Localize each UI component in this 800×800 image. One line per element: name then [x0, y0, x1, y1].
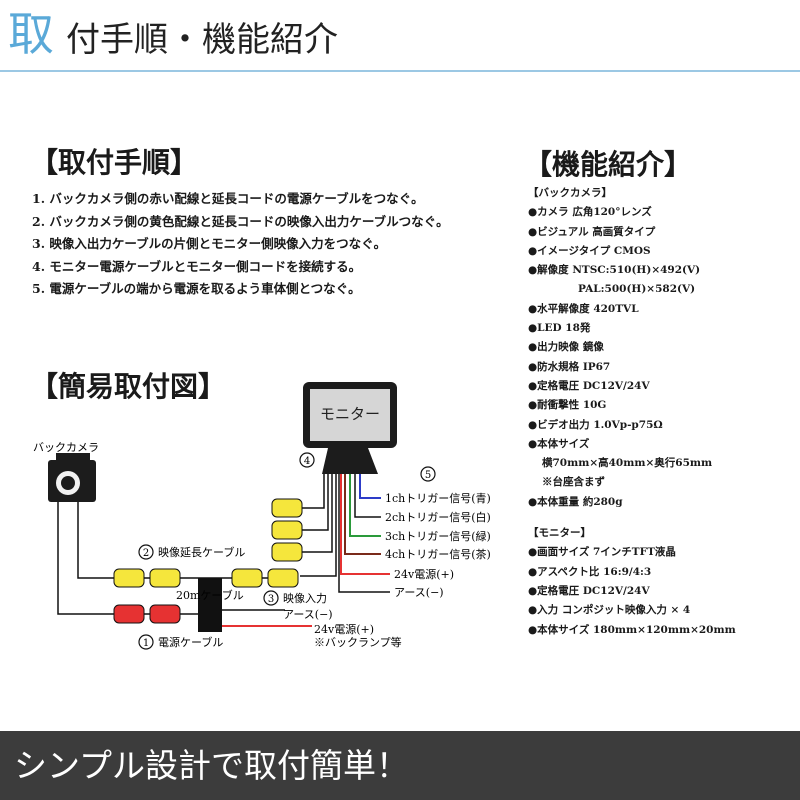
camera-spec: ※台座含まず: [542, 476, 605, 489]
camera-spec: ●カメラ 広角120°レンズ: [528, 206, 652, 219]
yellow-plug: [113, 568, 145, 588]
yellow-plug: [149, 568, 181, 588]
yellow-plug: [231, 568, 263, 588]
install-title: 【取付手順】: [30, 146, 199, 179]
marker-1: [138, 634, 154, 650]
camera-spec: ●ビジュアル 高画質タイプ: [528, 225, 656, 238]
power-note: ※バックランプ等: [314, 635, 402, 649]
marker-1-label: 1: [143, 638, 149, 649]
yellow-plug: [271, 498, 303, 518]
features-list: 【バックカメラ】 ●カメラ 広角120°レンズ ●ビジュアル 高画質タイプ ●イ…: [528, 184, 736, 640]
camera-spec: ●定格電圧 DC12V/24V: [528, 379, 650, 392]
marker-3: [263, 590, 279, 606]
monitor-spec: ●本体サイズ 180mm×120mm×20mm: [528, 623, 736, 636]
camera-spec: ●イメージタイプ CMOS: [528, 244, 651, 257]
monitor-power-wire: [340, 474, 390, 575]
page-title: 付手順・機能紹介: [66, 20, 338, 60]
trigger-4-label: 4chトリガー信号(茶): [385, 548, 491, 561]
cable-20m-label: 20mケーブル: [176, 588, 244, 602]
camera-label: バックカメラ: [33, 441, 99, 454]
monitor-screen: [310, 389, 390, 441]
camera-heading: 【バックカメラ】: [528, 187, 612, 199]
marker-3-label: 3: [268, 594, 274, 605]
install-step: 3. 映像入出力ケーブルの片側とモニター側映像入力をつなぐ。: [32, 236, 387, 251]
yellow-plug: [271, 520, 303, 540]
monitor-power-label: 24v電源(+): [394, 567, 454, 581]
camera-spec: ●本体重量 約280g: [528, 495, 623, 508]
marker-5: [420, 466, 436, 482]
camera-bracket: [56, 453, 90, 461]
monitor-spec: ●アスペクト比 16:9/4:3: [528, 565, 652, 578]
trigger-wire-blue: [359, 474, 381, 499]
features-title: 【機能紹介】: [524, 148, 693, 181]
ext-cable-label: 映像延長ケーブル: [158, 545, 245, 559]
marker-5-label: 5: [425, 470, 431, 481]
install-step: 1. バックカメラ側の赤い配線と延長コードの電源ケーブルをつなぐ。: [32, 191, 424, 206]
power-label: 24v電源(+): [314, 622, 374, 636]
red-plug: [113, 604, 145, 624]
trigger-1-label: 1chトリガー信号(青): [385, 492, 491, 505]
marker-2-label: 2: [143, 548, 149, 559]
camera-spec: ●防水規格 IP67: [528, 360, 611, 373]
marker-2: [138, 544, 154, 560]
yellow-plug: [271, 542, 303, 562]
install-diagram: モニター バックカメラ 4 5 2 3 1 映像延長: [33, 382, 491, 650]
camera-spec: ●耐衝撃性 10G: [528, 399, 607, 412]
page-title-initial: 取: [8, 7, 54, 61]
install-steps: 1. バックカメラ側の赤い配線と延長コードの電源ケーブルをつなぐ。 2. バック…: [32, 188, 449, 301]
camera-spec: 横70mm×高40mm×奥行65mm: [542, 457, 713, 470]
junction-box: [198, 578, 222, 632]
monitor-ground-wire: [338, 474, 390, 593]
footer-banner: [0, 731, 800, 800]
trigger-wire-brown: [344, 474, 381, 555]
video-in-label: 映像入力: [283, 592, 327, 605]
camera-spec: ●本体サイズ: [528, 437, 590, 450]
monitor-label: モニター: [320, 405, 380, 423]
camera-spec: ●水平解像度 420TVL: [528, 302, 639, 315]
install-step: 5. 電源ケーブルの端から電源を取るよう車体側とつなぐ。: [32, 281, 361, 296]
power-cable-label: 電源ケーブル: [158, 635, 223, 649]
camera-lens-icon: [61, 476, 75, 490]
camera-power-wire: [57, 502, 115, 615]
trigger-3-label: 3chトリガー信号(緑): [385, 529, 491, 543]
ground-label: アース(−): [283, 608, 333, 621]
harness-connector: [322, 448, 378, 474]
video-input-wires: [300, 474, 337, 577]
monitor-heading: 【モニター】: [528, 527, 591, 540]
camera-video-wire: [77, 502, 115, 579]
red-plug: [149, 604, 181, 624]
marker-4: [299, 452, 315, 468]
install-step: 4. モニター電源ケーブルとモニター側コードを接続する。: [32, 258, 362, 274]
camera-spec: ●ビデオ出力 1.0Vp-p75Ω: [528, 418, 663, 431]
trigger-wire-green: [349, 474, 381, 537]
camera-spec: ●LED 18発: [528, 322, 591, 335]
trigger-2-label: 2chトリガー信号(白): [385, 510, 491, 524]
monitor-spec: ●入力 コンポジット映像入力 × 4: [528, 604, 691, 617]
footer-tagline: シンプル設計で取付簡単！: [14, 746, 410, 785]
camera-spec: ●解像度 NTSC:510(H)×492(V): [528, 264, 701, 277]
header-divider: [0, 70, 800, 72]
page-header: 取 付手順・機能紹介: [0, 0, 800, 72]
diagram-title: 【簡易取付図】: [30, 370, 227, 403]
camera-spec: PAL:500(H)×582(V): [578, 283, 696, 296]
camera-spec: ●出力映像 鏡像: [528, 341, 604, 354]
monitor-ground-label: アース(−): [394, 586, 444, 599]
install-step: 2. バックカメラ側の黄色配線と延長コードの映像入出力ケーブルつなぐ。: [32, 213, 449, 229]
monitor-spec: ●画面サイズ 7インチTFT液晶: [528, 546, 676, 559]
trigger-wire-white: [354, 474, 381, 518]
monitor-spec: ●定格電圧 DC12V/24V: [528, 584, 650, 597]
yellow-plug: [267, 568, 299, 588]
marker-4-label: 4: [304, 456, 310, 467]
